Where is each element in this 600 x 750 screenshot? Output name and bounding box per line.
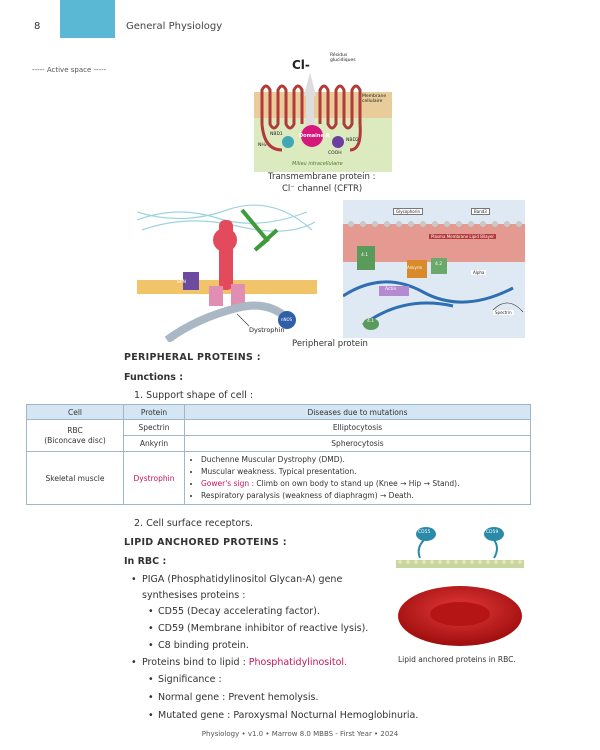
cd55-item: CD55 (Decay accelerating factor). xyxy=(158,606,320,617)
gower-sign-label: Gower's sign : xyxy=(201,479,255,488)
domain-r-label: Domaine R xyxy=(299,133,330,139)
support-shape-item: 1. Support shape of cell : xyxy=(134,390,254,401)
gower-sign-text: Climb on own body to stand up (Knee → Hi… xyxy=(254,479,460,488)
spn-label: SPN xyxy=(177,280,186,285)
milieu-label: Milieu intracellulaire xyxy=(292,161,343,167)
bind-lipid-item: Proteins bind to lipid : Phosphatidylino… xyxy=(142,657,347,668)
bullet: • xyxy=(148,606,154,617)
skeletal-muscle-cell: Skeletal muscle xyxy=(26,451,124,505)
ankyrin-label: Ankyrin xyxy=(407,265,423,270)
cd59-label: CD59 xyxy=(486,530,499,535)
cftr-figure: Cl- Résidus glucidiques Membrane cellula… xyxy=(254,50,392,172)
functions-label: Functions : xyxy=(124,372,184,383)
significance-label: Significance : xyxy=(158,674,222,685)
cd59-item: CD59 (Membrane inhibitor of reactive lys… xyxy=(158,623,369,634)
elliptocytosis-disease: Elliptocytosis xyxy=(184,419,531,436)
cooh-label: COOH xyxy=(328,151,342,156)
bullet: • xyxy=(148,710,154,721)
dystrophin-protein: Dystrophin xyxy=(123,451,185,505)
dystrophin-diagram xyxy=(136,204,317,344)
peripheral-figure: Glycophorin Band3 Plasma Membrane Lipid … xyxy=(342,200,525,338)
normal-gene-item: Normal gene : Prevent hemolysis. xyxy=(158,692,319,703)
protein-41b-label: 4.1 xyxy=(367,319,375,324)
bullet: • xyxy=(131,657,137,668)
actin-label: Actin xyxy=(385,287,397,292)
page-footer: Physiology • v1.0 • Marrow 8.0 MBBS - Fi… xyxy=(201,730,399,738)
header-title: General Physiology xyxy=(126,21,223,32)
lipid-heading: LIPID ANCHORED PROTEINS : xyxy=(124,537,287,548)
residues-label: Résidus glucidiques xyxy=(330,53,356,63)
peripheral-caption: Peripheral protein xyxy=(292,339,368,349)
rbc-diagram xyxy=(396,527,524,646)
col-protein-header: Protein xyxy=(123,404,185,420)
in-rbc-label: In RBC : xyxy=(124,556,167,567)
page-number: 8 xyxy=(34,21,41,32)
bullet: • xyxy=(148,640,154,651)
weakness-item: Muscular weakness. Typical presentation. xyxy=(201,466,526,478)
mutation-table: Cell Protein Diseases due to mutations R… xyxy=(26,404,531,505)
bullet: • xyxy=(148,674,154,685)
dmd-item: Duchenne Muscular Dystrophy (DMD). xyxy=(201,454,526,466)
dystrophin-diseases: Duchenne Muscular Dystrophy (DMD). Muscu… xyxy=(184,451,531,505)
piga-line2: synthesises proteins : xyxy=(142,590,246,601)
cftr-caption-2: Cl⁻ channel (CFTR) xyxy=(282,184,363,194)
rbc-cell-line1: RBC xyxy=(67,425,83,435)
spectrin-label: Spectrin xyxy=(493,310,514,315)
spherocytosis-disease: Spherocytosis xyxy=(184,435,531,452)
gower-item: Gower's sign : Climb on own body to stan… xyxy=(201,478,526,490)
ankyrin-protein: Ankyrin xyxy=(123,435,185,452)
protein-42-label: 4.2 xyxy=(435,262,443,267)
cl-ion-label: Cl- xyxy=(292,58,310,72)
mutated-gene-item: Mutated gene : Paroxysmal Nocturnal Hemo… xyxy=(158,710,419,721)
dystrophin-label: Dystrophin xyxy=(249,326,285,334)
cftr-caption-1: Transmembrane protein : xyxy=(268,172,376,182)
cell-receptors-item: 2. Cell surface receptors. xyxy=(134,518,254,529)
lipid-layer-label: Plasma Membrane Lipid Bilayer xyxy=(429,234,497,239)
rbc-membrane-diagram xyxy=(342,221,525,330)
cftr-diagram xyxy=(254,72,392,172)
bullet: • xyxy=(148,623,154,634)
cd55-label: CD55 xyxy=(418,530,431,535)
respiratory-item: Respiratory paralysis (weakness of diaph… xyxy=(201,490,526,502)
col-disease-header: Diseases due to mutations xyxy=(184,404,531,420)
piga-line1: PIGA (Phosphatidylinositol Glycan-A) gen… xyxy=(142,574,343,585)
nh2-label: NH₂ xyxy=(258,143,267,148)
rbc-cell: RBC (Biconcave disc) xyxy=(26,419,124,452)
nnos-label: nNOS xyxy=(281,317,293,322)
nbd2-label: NBD2 xyxy=(346,138,359,143)
membrane-label: Membrane cellulaire xyxy=(362,94,387,104)
bind-lipid-label: Proteins bind to lipid : xyxy=(142,657,249,668)
bullet: • xyxy=(131,574,137,585)
header-tab xyxy=(60,0,115,38)
rbc-figure: CD55 CD59 xyxy=(390,522,530,650)
peripheral-heading: PERIPHERAL PROTEINS : xyxy=(124,352,261,363)
band3-label: Band3 xyxy=(471,208,490,215)
spectrin-protein: Spectrin xyxy=(123,419,185,436)
protein-41a-label: 4.1 xyxy=(361,253,369,258)
alpha-label: Alpha xyxy=(471,270,487,275)
bullet: • xyxy=(148,692,154,703)
phosphatidylinositol-text: Phosphatidylinositol. xyxy=(248,657,348,668)
c8-item: C8 binding protein. xyxy=(158,640,249,651)
col-cell-header: Cell xyxy=(26,404,124,420)
dystrophin-figure: SPN nNOS Dystrophin xyxy=(136,200,317,344)
nbd1-label: NBD1 xyxy=(270,132,283,137)
rbc-cell-line2: (Biconcave disc) xyxy=(44,435,106,445)
rbc-figure-caption: Lipid anchored proteins in RBC. xyxy=(398,655,516,664)
glycophorin-label: Glycophorin xyxy=(393,208,424,215)
active-space-note: ----- Active space ----- xyxy=(32,66,107,74)
